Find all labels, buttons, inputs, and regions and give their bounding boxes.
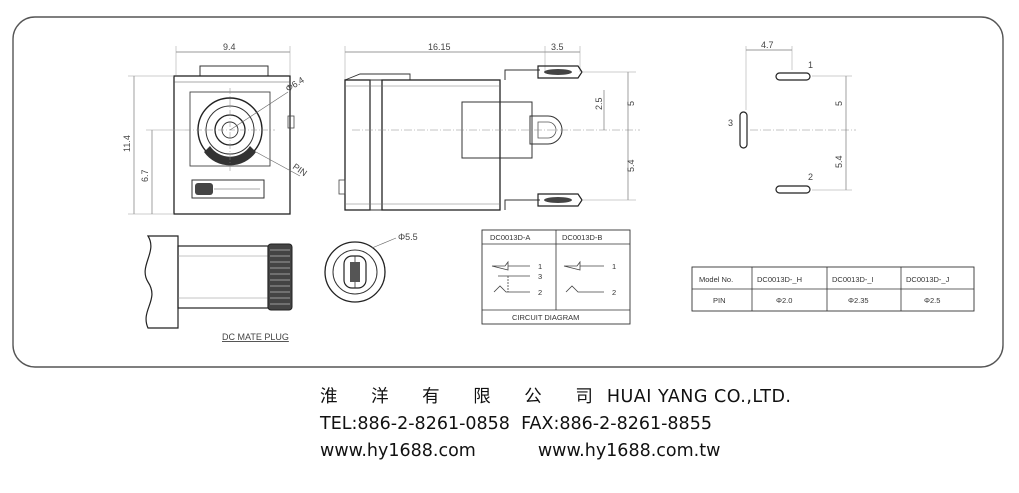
circuit-b-pin-2: 2 bbox=[612, 288, 616, 297]
side-upper-dim: 5 bbox=[626, 101, 636, 106]
pin-layout-view: 4.7 1 2 3 5 5.4 bbox=[728, 40, 856, 194]
model-table: Model No. DC0013D-_H DC0013D-_I DC0013D-… bbox=[691, 266, 975, 312]
drawing-frame bbox=[12, 16, 1004, 368]
table-header-h: DC0013D-_H bbox=[757, 275, 802, 284]
table-value-j: Φ2.5 bbox=[924, 296, 940, 305]
side-pin-offset-dim: 2.5 bbox=[594, 97, 604, 110]
table-header-model: Model No. bbox=[699, 275, 733, 284]
plug-caption: DC MATE PLUG bbox=[222, 332, 289, 342]
pin-2-label: 2 bbox=[808, 172, 813, 182]
circuit-b-pin-1: 1 bbox=[612, 262, 616, 271]
company-name-en: HUAI YANG CO.,LTD. bbox=[606, 387, 792, 407]
front-pin-label: PIN bbox=[291, 161, 309, 178]
table-header-i: DC0013D-_I bbox=[832, 275, 874, 284]
circuit-diagram: DC0013D-A DC0013D-B 1 3 2 1 2 CIRCUIT DI… bbox=[481, 229, 631, 325]
front-view: 9.4 Φ6.4 PIN 11.4 bbox=[122, 42, 309, 215]
table-value-h: Φ2.0 bbox=[776, 296, 792, 305]
circuit-a-pin-1: 1 bbox=[538, 262, 542, 271]
end-dia-dim: Φ5.5 bbox=[398, 232, 418, 242]
front-dia-dim: Φ6.4 bbox=[284, 75, 306, 94]
website-link-tw[interactable]: www.hy1688.com.tw bbox=[537, 441, 721, 461]
front-width-dim: 9.4 bbox=[223, 42, 236, 52]
front-height-dim: 11.4 bbox=[122, 135, 132, 152]
circuit-header-b: DC0013D-B bbox=[562, 233, 602, 242]
front-center-dim: 6.7 bbox=[140, 169, 150, 182]
end-view: Φ5.5 bbox=[324, 232, 418, 303]
pin-lower-dim: 5.4 bbox=[834, 155, 844, 168]
pin-3-label: 3 bbox=[728, 118, 733, 128]
company-tel: TEL:886-2-8261-0858 bbox=[320, 414, 510, 434]
company-name-cn: 淮 洋 有 限 公 司 bbox=[320, 387, 607, 407]
circuit-caption: CIRCUIT DIAGRAM bbox=[512, 313, 579, 322]
company-websites: www.hy1688.com www.hy1688.com.tw bbox=[320, 440, 820, 462]
side-length-dim: 16.15 bbox=[428, 42, 451, 52]
circuit-a-pin-2: 2 bbox=[538, 288, 542, 297]
plug-view: DC MATE PLUG bbox=[144, 235, 293, 342]
website-link-com[interactable]: www.hy1688.com bbox=[320, 441, 476, 461]
side-tab-dim: 3.5 bbox=[551, 42, 564, 52]
company-name: 淮 洋 有 限 公 司HUAI YANG CO.,LTD. bbox=[320, 386, 820, 408]
pin-spacing-dim: 4.7 bbox=[761, 40, 774, 50]
table-row-label: PIN bbox=[713, 296, 726, 305]
circuit-header-a: DC0013D-A bbox=[490, 233, 530, 242]
side-lower-dim: 5.4 bbox=[626, 159, 636, 172]
pin-upper-dim: 5 bbox=[834, 101, 844, 106]
circuit-a-pin-3: 3 bbox=[538, 272, 542, 281]
table-header-j: DC0013D-_J bbox=[906, 275, 950, 284]
table-value-i: Φ2.35 bbox=[848, 296, 869, 305]
company-fax: FAX:886-2-8261-8855 bbox=[521, 414, 712, 434]
side-view: 16.15 3.5 5 5.4 2.5 bbox=[338, 42, 640, 211]
company-contact: TEL:886-2-8261-0858 FAX:886-2-8261-8855 bbox=[320, 413, 820, 435]
pin-1-label: 1 bbox=[808, 60, 813, 70]
